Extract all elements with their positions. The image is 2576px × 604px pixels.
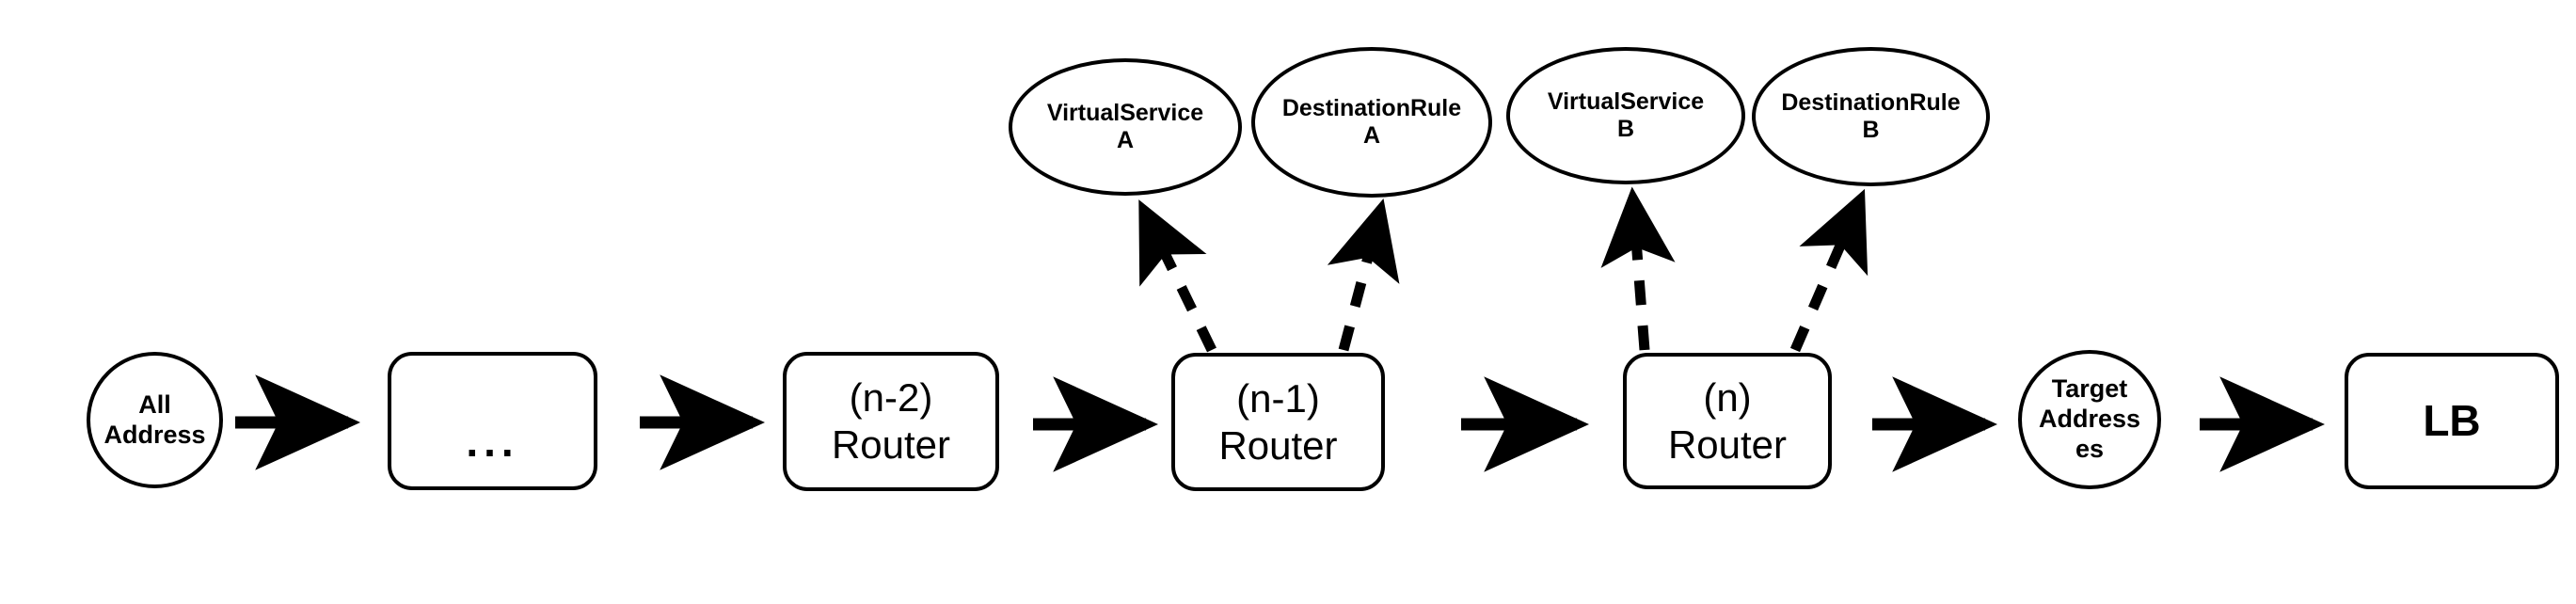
node-router-n-minus-1[interactable]: (n-1) Router (1171, 353, 1385, 491)
node-lb[interactable]: LB (2345, 353, 2559, 489)
node-router-n-minus-1-label: (n-1) Router (1218, 375, 1338, 468)
node-virtualservice-a[interactable]: VirtualService A (1009, 58, 1242, 196)
node-virtualservice-a-label: VirtualService A (1046, 99, 1204, 154)
node-destinationrule-b-label: DestinationRule B (1781, 88, 1961, 144)
node-all-address-label: All Address (103, 389, 206, 449)
node-all-address[interactable]: All Address (87, 352, 223, 488)
node-ellipsis-dots: ... (466, 416, 519, 466)
node-destinationrule-a[interactable]: DestinationRule A (1251, 47, 1492, 198)
node-router-n-minus-2-label: (n-2) Router (831, 375, 951, 467)
node-destinationrule-b[interactable]: DestinationRule B (1752, 47, 1990, 186)
node-virtualservice-b[interactable]: VirtualService B (1506, 47, 1745, 184)
node-lb-label: LB (2423, 396, 2481, 446)
node-target-addresses[interactable]: Target Address es (2018, 350, 2161, 489)
edge-router-n-to-virtualservice-b (1600, 186, 1676, 351)
node-target-addresses-label: Target Address es (2038, 374, 2141, 463)
node-ellipsis[interactable]: ... (388, 352, 597, 490)
edge-router-n-minus-1-to-virtualservice-a (1138, 199, 1216, 353)
node-router-n-minus-2[interactable]: (n-2) Router (783, 352, 999, 491)
node-ellipsis-label: ... (391, 370, 594, 472)
node-destinationrule-a-label: DestinationRule A (1281, 94, 1462, 150)
edge-router-n-minus-1-to-destinationrule-a (1327, 198, 1400, 352)
node-virtualservice-b-label: VirtualService B (1547, 87, 1705, 143)
edge-router-n-to-destinationrule-b (1789, 188, 1868, 353)
node-router-n-label: (n) Router (1667, 374, 1788, 467)
node-router-n[interactable]: (n) Router (1623, 353, 1832, 489)
